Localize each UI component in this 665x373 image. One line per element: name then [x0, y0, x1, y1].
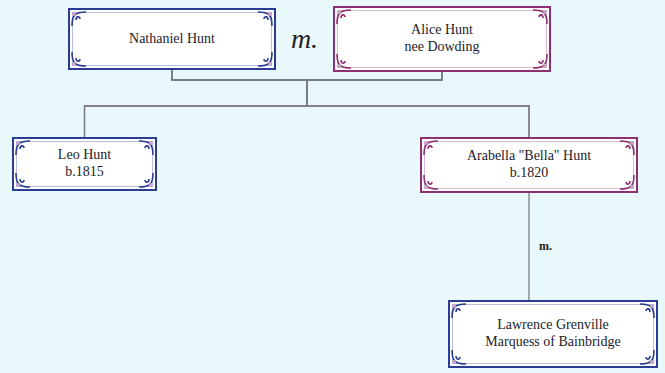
person-box: Lawrence GrenvilleMarquess of Bainbridge	[448, 300, 658, 368]
corner-swirl	[424, 175, 438, 189]
corner-bud	[337, 64, 341, 68]
corner-swirl	[620, 141, 634, 155]
corner-bud	[543, 10, 547, 14]
corner-swirl	[72, 12, 86, 26]
corner-bud	[268, 62, 272, 66]
person-box: Arabella "Bella" Huntb.1820	[420, 137, 638, 193]
corner-swirl	[337, 10, 351, 24]
corner-bud	[630, 141, 634, 145]
corner-swirl	[620, 175, 634, 189]
person-box: Nathaniel Hunt	[68, 8, 276, 70]
corner-bud	[72, 12, 76, 16]
corner-swirl	[533, 10, 547, 24]
person-name: Nathaniel Hunt	[129, 31, 215, 48]
corner-bud	[650, 360, 654, 364]
person-detail: b.1820	[510, 165, 549, 182]
corner-swirl	[640, 350, 654, 364]
corner-swirl	[139, 173, 153, 187]
person-name: Lawrence Grenville	[497, 317, 609, 334]
corner-bud	[337, 10, 341, 14]
corner-swirl	[452, 304, 466, 318]
person-name: Arabella "Bella" Hunt	[467, 148, 591, 165]
family-line	[85, 72, 443, 137]
corner-bud	[72, 62, 76, 66]
corner-bud	[650, 304, 654, 308]
corner-swirl	[258, 12, 272, 26]
corner-bud	[424, 141, 428, 145]
corner-bud	[268, 12, 272, 16]
corner-bud	[543, 64, 547, 68]
corner-swirl	[139, 141, 153, 155]
marriage-mark: m.	[539, 239, 552, 254]
corner-bud	[424, 185, 428, 189]
person-box: Leo Huntb.1815	[12, 137, 157, 191]
person-detail: b.1815	[65, 164, 104, 181]
corner-swirl	[337, 54, 351, 68]
corner-bud	[149, 141, 153, 145]
corner-swirl	[640, 304, 654, 318]
marriage-mark: m.	[291, 23, 318, 55]
person-name: Alice Hunt	[411, 22, 473, 39]
corner-bud	[452, 304, 456, 308]
corner-bud	[149, 183, 153, 187]
corner-bud	[630, 185, 634, 189]
corner-swirl	[16, 141, 30, 155]
corner-swirl	[258, 52, 272, 66]
person-name: Leo Hunt	[58, 147, 111, 164]
family-line	[307, 72, 529, 137]
family-line	[172, 70, 529, 137]
family-line	[528, 193, 529, 300]
corner-bud	[16, 183, 20, 187]
corner-bud	[16, 141, 20, 145]
corner-bud	[452, 360, 456, 364]
person-detail: Marquess of Bainbridge	[485, 334, 620, 351]
corner-swirl	[72, 52, 86, 66]
corner-swirl	[424, 141, 438, 155]
corner-swirl	[533, 54, 547, 68]
person-detail: nee Dowding	[404, 39, 479, 56]
corner-swirl	[452, 350, 466, 364]
person-box: Alice Huntnee Dowding	[333, 6, 551, 72]
corner-swirl	[16, 173, 30, 187]
